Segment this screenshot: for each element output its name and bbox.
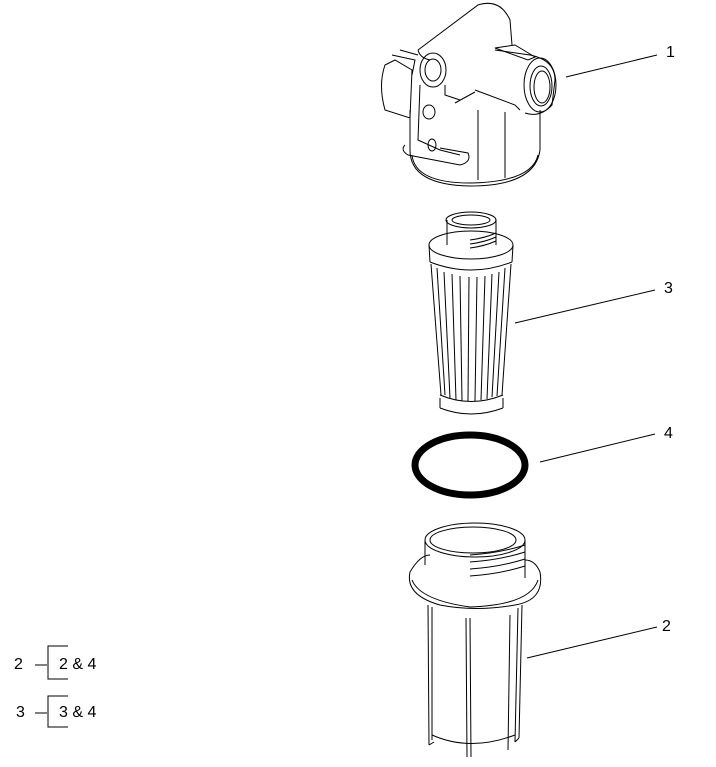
filter-head-part <box>381 2 557 187</box>
legend-row-3: 3 3 & 4 <box>16 705 136 723</box>
legend-row-2: 2 2 & 4 <box>14 657 134 675</box>
callout-1-leader <box>565 54 658 78</box>
legend-includes-text: 2 & 4 <box>59 656 97 673</box>
callout-3-leader <box>514 289 656 324</box>
filter-bowl-part <box>408 522 542 758</box>
legend-brackets <box>35 645 68 728</box>
callout-label-4: 4 <box>664 425 673 442</box>
callout-4-leader <box>539 433 656 463</box>
callout-label-1: 1 <box>666 44 675 61</box>
legend-item-number: 2 <box>14 656 23 673</box>
legend-includes-text: 3 & 4 <box>59 704 97 721</box>
o-ring-part <box>411 431 529 499</box>
legend-item-number: 3 <box>16 704 25 721</box>
filter-element-part <box>428 211 514 415</box>
callout-label-3: 3 <box>664 280 673 297</box>
callout-label-2: 2 <box>662 618 671 635</box>
callout-2-leader <box>526 626 658 659</box>
